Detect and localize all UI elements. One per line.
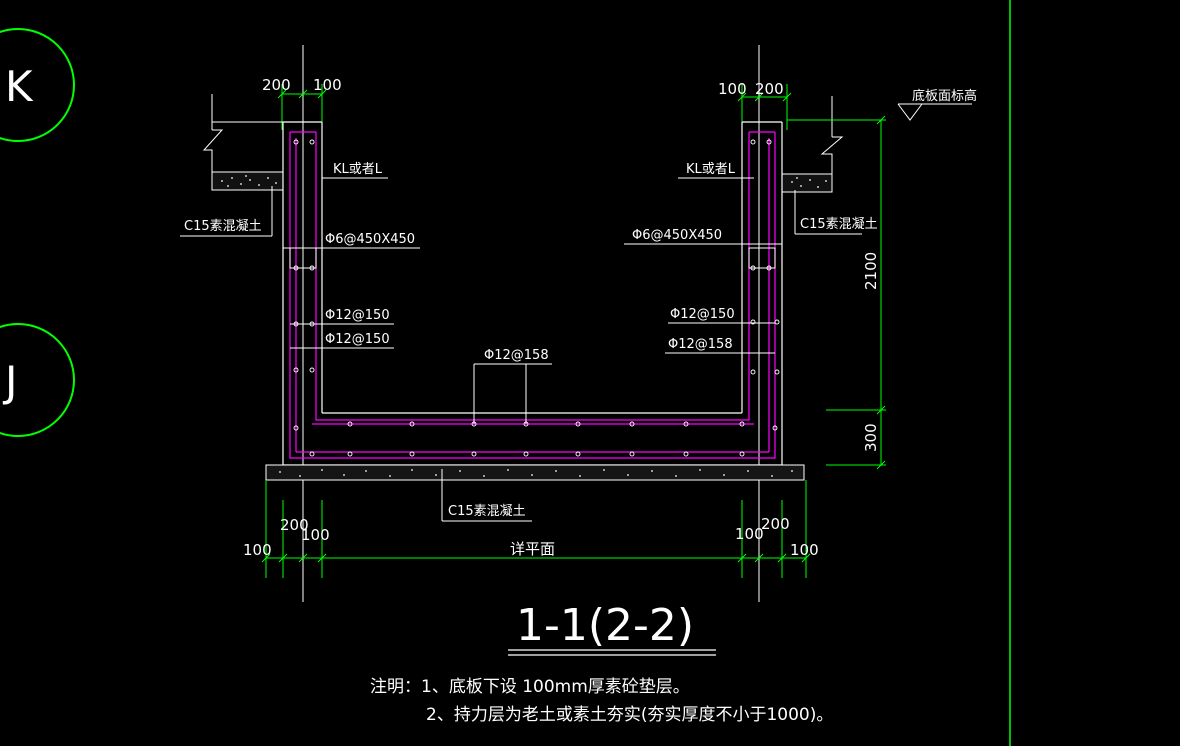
dim-top-left-200: 200 xyxy=(262,76,291,94)
dim-top-left-100: 100 xyxy=(313,76,342,94)
label-bar-right-1: Φ12@150 xyxy=(670,307,735,322)
label-bar-bottom: Φ12@158 xyxy=(484,348,549,363)
label-bar-right-2: Φ12@158 xyxy=(668,337,733,352)
c15-pad-left-hatch xyxy=(221,175,277,187)
dim-bottom-left-100a: 100 xyxy=(243,541,272,559)
label-c15-right: C15素混凝土 xyxy=(800,216,878,232)
dim-top-right-100: 100 xyxy=(718,80,747,98)
dim-bottom-center: 详平面 xyxy=(510,540,555,558)
label-c15-bottom: C15素混凝土 xyxy=(448,503,526,519)
c15-pad-right xyxy=(781,173,833,193)
dim-bottom-right-100b: 100 xyxy=(790,541,819,559)
axis-label-j: J xyxy=(2,357,17,406)
bottom-dimension-lines xyxy=(261,480,811,578)
rebar-dots xyxy=(293,139,780,457)
note-line-1: 注明：1、底板下设 100mm厚素砼垫层。 xyxy=(370,677,690,697)
label-bar-left-1: Φ12@150 xyxy=(325,308,390,323)
dim-bottom-right-200: 200 xyxy=(761,515,790,533)
left-break-line xyxy=(202,94,284,172)
note-line-2: 2、持力层为老土或素土夯实(夯实厚度不小于1000)。 xyxy=(426,705,833,725)
dim-bottom-left-200: 200 xyxy=(280,516,309,534)
label-bar-left-2: Φ12@150 xyxy=(325,332,390,347)
c15-bedding-hatch xyxy=(279,469,793,477)
rebar-cage xyxy=(289,131,776,459)
right-break-line xyxy=(787,96,886,174)
label-slab-elevation: 底板面标高 xyxy=(912,88,977,104)
label-c15-left: C15素混凝土 xyxy=(184,218,262,234)
axis-bubble-j: J xyxy=(0,323,75,437)
label-kl-left: KL或者L xyxy=(333,162,383,177)
dim-bottom-left-100b: 100 xyxy=(301,526,330,544)
tie-bars xyxy=(289,247,776,269)
dim-right-2100: 2100 xyxy=(862,252,880,290)
label-leaders xyxy=(283,177,782,522)
dim-top-right-200: 200 xyxy=(755,80,784,98)
c15-pad-right-hatch xyxy=(791,177,827,188)
axis-label-k: K xyxy=(5,62,34,111)
section-title-underline xyxy=(508,649,716,656)
label-kl-right: KL或者L xyxy=(686,162,736,177)
label-stirrup-right: Φ6@450X450 xyxy=(632,228,722,243)
dim-right-300: 300 xyxy=(862,423,880,452)
c15-bedding-slab xyxy=(265,464,805,481)
section-title: 1-1(2-2) xyxy=(516,600,694,651)
slab-elevation-marker xyxy=(897,103,972,121)
label-stirrup-left: Φ6@450X450 xyxy=(325,232,415,247)
axis-bubble-k: K xyxy=(0,28,75,142)
right-vertical-dimension xyxy=(826,115,886,470)
dim-bottom-right-100a: 100 xyxy=(735,525,764,543)
